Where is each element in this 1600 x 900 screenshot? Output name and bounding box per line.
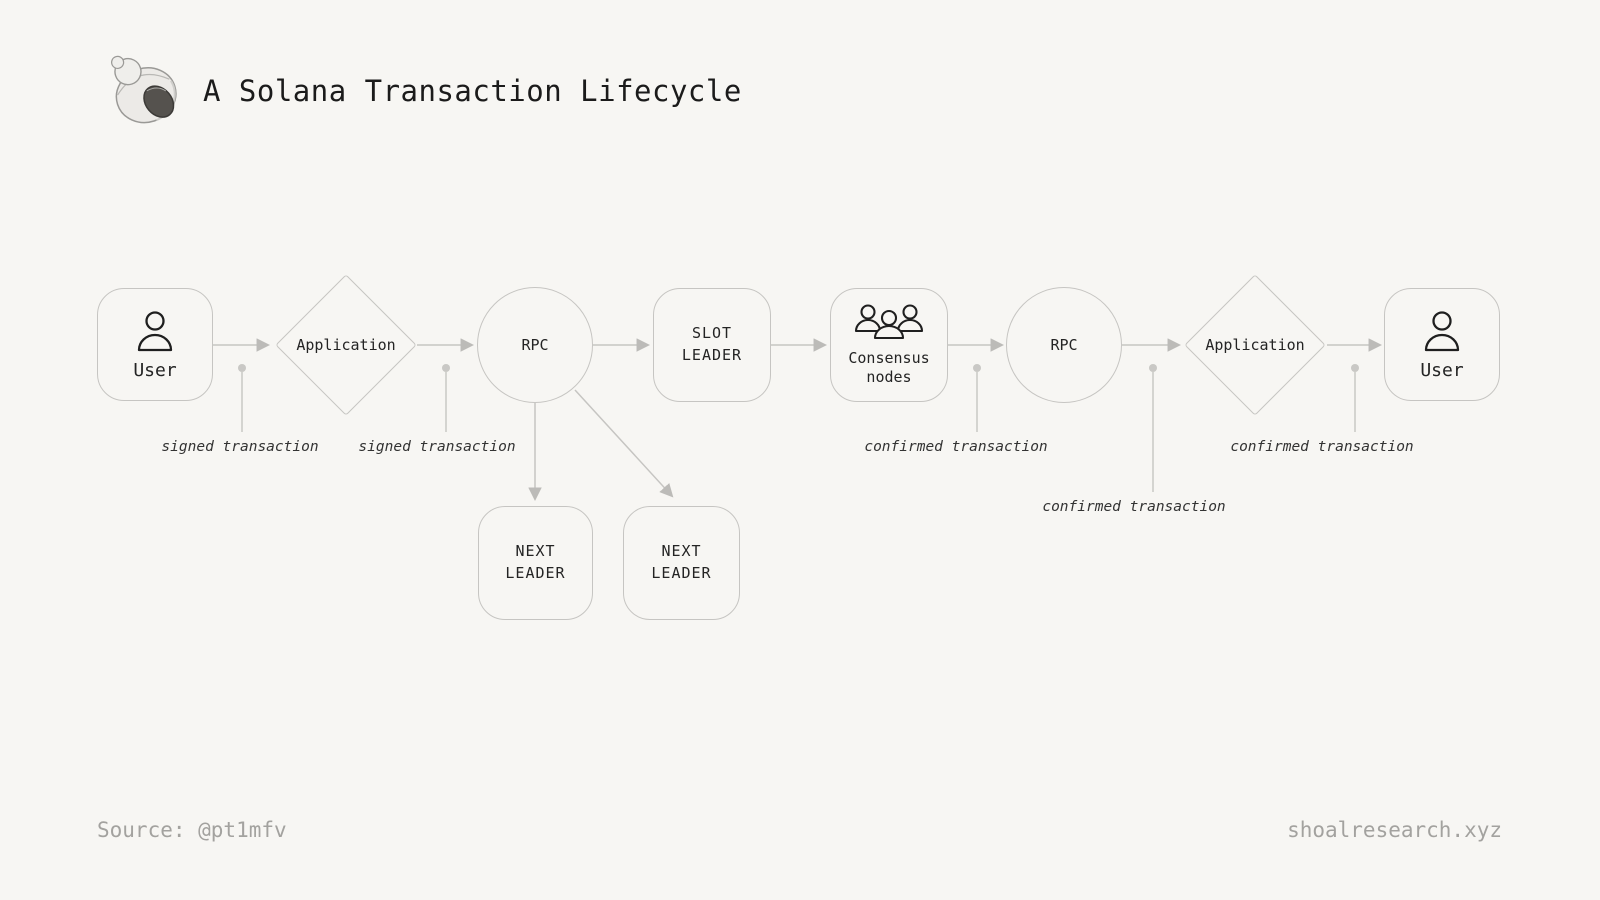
label-connector-dot-confirmed-2 [1149, 364, 1157, 372]
node-label: Application [1205, 336, 1305, 354]
node-label: User [1420, 359, 1464, 381]
person-icon [1424, 310, 1460, 351]
edge-label-signed-transaction-2: signed transaction [358, 439, 516, 455]
edge-label-signed-transaction-1: signed transaction [161, 439, 319, 455]
node-label: NEXT LEADER [651, 542, 712, 582]
edge-label-confirmed-transaction-3: confirmed transaction [1230, 439, 1414, 455]
seashell-logo-icon [111, 55, 177, 124]
people-group-icon [854, 303, 924, 339]
node-label: Consensus nodes [848, 348, 930, 387]
edge-label-confirmed-transaction-2: confirmed transaction [1042, 499, 1226, 515]
label-connector-dot-signed-2 [442, 364, 450, 372]
page-title: A Solana Transaction Lifecycle [203, 74, 742, 108]
node-label: RPC [1050, 336, 1078, 354]
website-credit: shoalresearch.xyz [1287, 818, 1502, 842]
node-label: SLOT LEADER [681, 324, 743, 364]
label-connector-dot-signed-1 [238, 364, 246, 372]
node-label: User [133, 359, 177, 381]
label-connector-dot-confirmed-3 [1351, 364, 1359, 372]
node-rpc-in: RPC [477, 287, 593, 403]
person-icon [137, 310, 173, 351]
arrow-rpc-to-next-leader-b [574, 389, 674, 498]
node-consensus: Consensus nodes [830, 288, 948, 402]
edge-label-confirmed-transaction-1: confirmed transaction [864, 439, 1048, 455]
node-next-leader-b: NEXT LEADER [623, 506, 740, 620]
node-user-start: User [97, 288, 213, 401]
node-label: Application [296, 336, 396, 354]
label-connector-dot-confirmed-1 [973, 364, 981, 372]
node-label: RPC [521, 336, 549, 354]
node-next-leader-a: NEXT LEADER [478, 506, 593, 620]
node-slot-leader: SLOT LEADER [653, 288, 771, 402]
node-label: NEXT LEADER [505, 542, 566, 582]
node-rpc-out: RPC [1006, 287, 1122, 403]
source-credit: Source: @pt1mfv [97, 818, 287, 842]
node-user-end: User [1384, 288, 1500, 401]
